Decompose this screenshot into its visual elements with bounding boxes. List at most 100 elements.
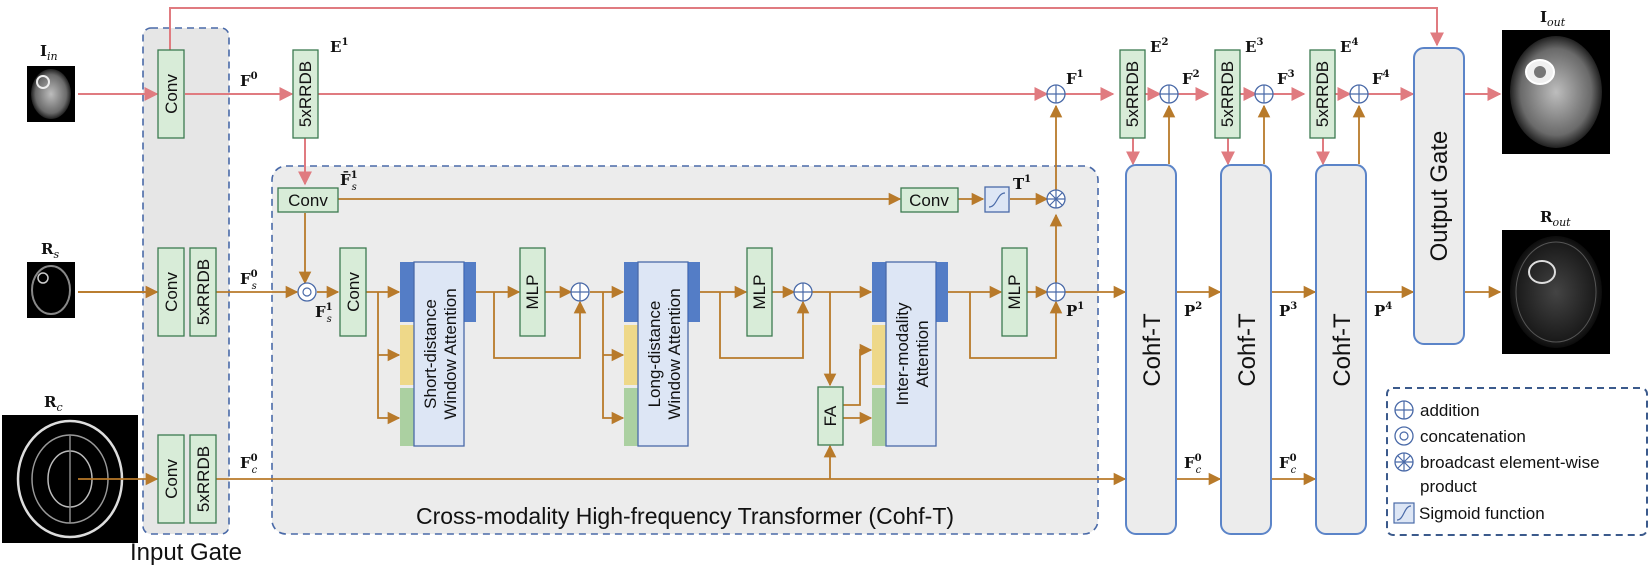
short-distance-window-attention: Short-distance Window Attention	[400, 261, 476, 447]
svg-text:Sigmoid function: Sigmoid function	[1419, 504, 1545, 523]
svg-text:Long-distance: Long-distance	[645, 301, 664, 408]
input-gate-conv-iin: Conv	[157, 49, 185, 139]
cohf-conv-right: Conv	[900, 187, 959, 213]
cohf-t-block-3: Cohf-T	[1315, 164, 1367, 535]
label-iout: Iout	[1540, 8, 1566, 29]
label-e4: E4	[1340, 37, 1358, 56]
svg-text:Rout: Rout	[1540, 208, 1571, 229]
svg-text:MLP: MLP	[523, 275, 542, 310]
svg-text:FA: FA	[821, 405, 840, 426]
svg-text:P1: P1	[1066, 301, 1084, 320]
svg-text:F1s: F1s	[315, 302, 333, 325]
input-gate-frame	[142, 27, 230, 535]
svg-text:MLP: MLP	[750, 275, 769, 310]
input-gate-rrdb-rs: 5xRRDB	[189, 247, 217, 337]
label-f0: F0	[240, 71, 258, 90]
svg-text:Conv: Conv	[162, 74, 181, 114]
label-rs: Rs	[41, 240, 59, 261]
svg-text:Attention: Attention	[913, 320, 932, 387]
mlp-1: MLP	[519, 247, 546, 337]
label-rout: Rout	[1540, 208, 1571, 229]
svg-text:F1: F1	[1066, 69, 1084, 88]
product-op-t1	[1046, 189, 1066, 209]
svg-text:Rc: Rc	[44, 393, 63, 414]
svg-text:E2: E2	[1150, 37, 1168, 56]
svg-text:E4: E4	[1340, 37, 1358, 56]
svg-text:Iout: Iout	[1540, 8, 1566, 29]
input-gate-conv-rc: Conv	[157, 434, 185, 524]
input-gate-rrdb-rc: 5xRRDB	[189, 434, 217, 524]
label-e2: E2	[1150, 37, 1168, 56]
add-op-long	[793, 282, 813, 302]
cohf-conv-top: Conv	[277, 187, 339, 213]
label-f1: F1	[1066, 69, 1084, 88]
svg-text:F0c: F0c	[1184, 453, 1202, 476]
svg-text:F0c: F0c	[240, 453, 258, 476]
rrdb-e4: 5xRRDB	[1309, 49, 1336, 139]
svg-text:MLP: MLP	[1005, 275, 1024, 310]
svg-text:product: product	[1420, 477, 1477, 496]
svg-text:Conv: Conv	[288, 191, 328, 210]
svg-text:5xRRDB: 5xRRDB	[194, 446, 213, 512]
svg-text:5xRRDB: 5xRRDB	[296, 61, 315, 127]
svg-text:F0c: F0c	[1279, 453, 1297, 476]
label-e1: E1	[330, 37, 348, 56]
legend-sigmoid: Sigmoid function	[1393, 502, 1545, 524]
input-image-iin	[27, 66, 75, 122]
output-image-iout	[1502, 30, 1610, 154]
svg-text:addition: addition	[1420, 401, 1480, 420]
long-distance-window-attention: Long-distance Window Attention	[624, 261, 700, 447]
add-op-f2	[1159, 84, 1179, 104]
legend-broadcast-product: broadcast element-wise product	[1394, 452, 1600, 496]
legend-box	[1386, 387, 1648, 536]
output-image-rout	[1502, 230, 1610, 354]
svg-text:E1: E1	[330, 37, 348, 56]
output-gate: Output Gate	[1413, 47, 1465, 345]
svg-text:T1: T1	[1013, 174, 1031, 193]
cohf-t-block-2: Cohf-T	[1220, 164, 1272, 535]
input-gate-title: Input Gate	[130, 539, 242, 565]
svg-text:5xRRDB: 5xRRDB	[1313, 61, 1332, 127]
svg-text:5xRRDB: 5xRRDB	[1123, 61, 1142, 127]
label-rc: Rc	[44, 393, 63, 414]
svg-text:5xRRDB: 5xRRDB	[194, 259, 213, 325]
svg-text:F3: F3	[1277, 69, 1295, 88]
rrdb-e1: 5xRRDB	[292, 49, 319, 139]
svg-text:P4: P4	[1374, 301, 1392, 320]
cohf-t-block-1: Cohf-T	[1125, 164, 1177, 535]
label-iin: Iin	[40, 42, 58, 63]
add-op-f3	[1254, 84, 1274, 104]
svg-text:Output Gate: Output Gate	[1426, 131, 1453, 262]
mlp-2: MLP	[746, 247, 773, 337]
legend-addition: addition	[1394, 400, 1480, 420]
svg-text:F0s: F0s	[240, 269, 258, 292]
svg-text:F̄1s: F̄1s	[340, 170, 358, 193]
add-op-f1	[1046, 84, 1066, 104]
svg-text:Cohf-T: Cohf-T	[1329, 313, 1356, 387]
svg-text:E3: E3	[1245, 37, 1263, 56]
cohf-conv-mid: Conv	[339, 247, 367, 337]
mlp-3: MLP	[1001, 247, 1028, 337]
label-p4: P4	[1374, 301, 1392, 320]
label-f4: F4	[1372, 69, 1390, 88]
svg-text:P2: P2	[1184, 301, 1202, 320]
svg-text:broadcast element-wise: broadcast element-wise	[1420, 453, 1600, 472]
svg-text:Conv: Conv	[162, 272, 181, 312]
add-op-f4	[1349, 84, 1369, 104]
svg-text:P3: P3	[1279, 301, 1297, 320]
svg-text:Cohf-T: Cohf-T	[1234, 313, 1261, 387]
rrdb-e3: 5xRRDB	[1214, 49, 1241, 139]
svg-text:5xRRDB: 5xRRDB	[1218, 61, 1237, 127]
input-image-rs	[27, 262, 75, 318]
svg-text:Cohf-T: Cohf-T	[1139, 313, 1166, 387]
svg-text:F0: F0	[240, 71, 258, 90]
svg-text:Rs: Rs	[41, 240, 59, 261]
svg-text:Short-distance: Short-distance	[421, 299, 440, 409]
inter-modality-attention: Inter-modality Attention	[872, 261, 948, 447]
